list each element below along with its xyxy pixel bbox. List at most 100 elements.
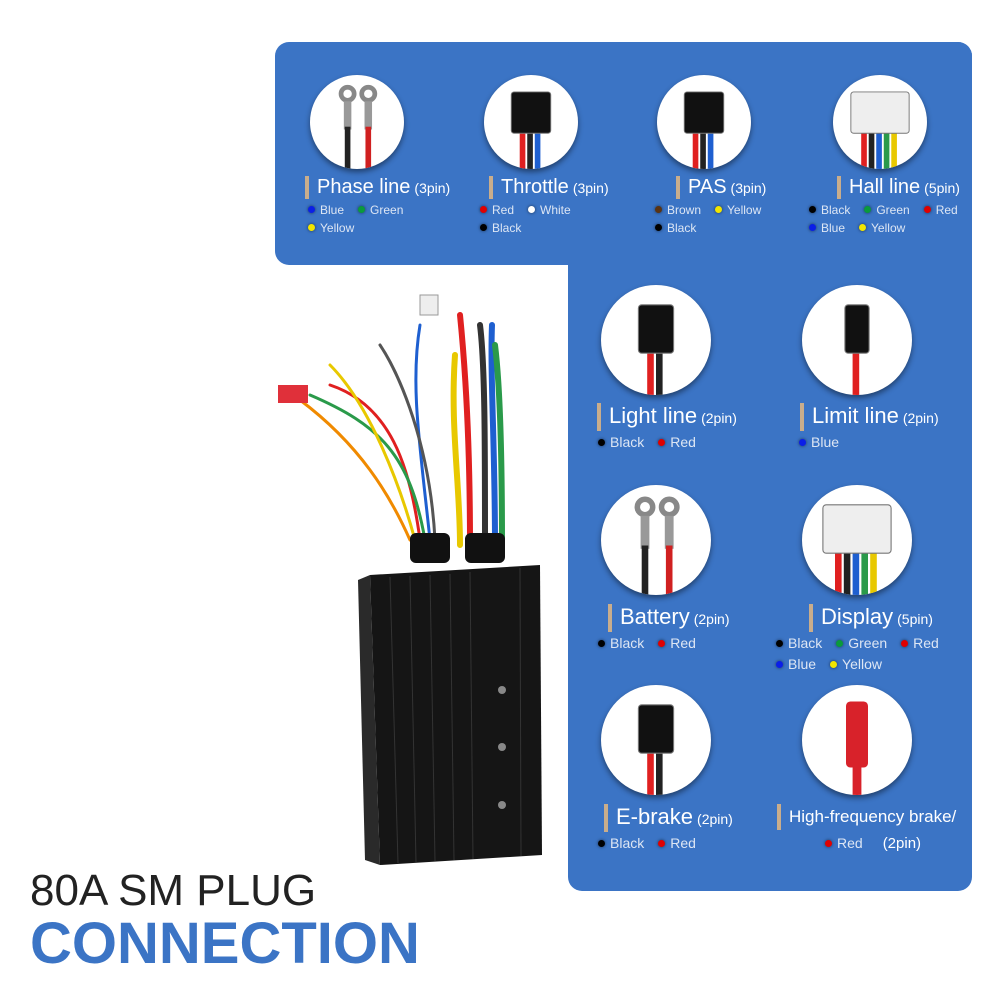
wire-color-item: Green — [358, 201, 403, 219]
wire-color-item: Black — [598, 432, 644, 453]
color-dot-icon — [776, 640, 783, 647]
e-brake-image — [601, 685, 711, 795]
wire-color-item: Blue — [308, 201, 344, 219]
color-dot-icon — [480, 224, 487, 231]
color-dot-icon — [836, 640, 844, 647]
connector-name: Throttle — [501, 176, 569, 198]
controller-image — [278, 294, 542, 865]
color-dot-icon — [655, 224, 662, 231]
color-dot-icon — [480, 206, 487, 213]
wire-color-item: Red — [658, 432, 696, 453]
wire-color-label: Green — [876, 203, 910, 217]
wire-color-label: Red — [935, 203, 958, 217]
color-dot-icon — [308, 224, 315, 231]
wire-color-item: Blue — [776, 654, 816, 675]
wire-color-item: Red — [923, 201, 958, 219]
wire-color-label: Red — [670, 835, 696, 851]
wire-color-item: Brown — [655, 201, 701, 219]
color-dot-icon — [809, 224, 816, 231]
wire-color-label: Yellow — [727, 203, 762, 217]
light-line-image — [601, 285, 711, 395]
phase-line-title: Phase line(3pin) — [305, 176, 450, 199]
wire-color-item: Yellow — [715, 201, 761, 219]
connector-name: Limit line — [812, 403, 899, 428]
color-dot-icon — [809, 206, 816, 213]
battery-title: Battery(2pin) — [608, 604, 730, 632]
wire-color-label: Red — [913, 635, 939, 651]
pin-count: (2pin) — [693, 611, 730, 627]
color-dot-icon — [528, 206, 536, 213]
connector-name: Phase line — [317, 176, 411, 198]
wire-color-item: Yellow — [859, 219, 905, 237]
limit-line-image — [802, 285, 912, 395]
wire-color-item: Red — [658, 633, 696, 654]
color-dot-icon — [799, 439, 806, 446]
wire-color-label: Blue — [320, 203, 345, 217]
wire-color-label: Red — [670, 635, 696, 651]
wire-color-label: Blue — [821, 221, 846, 235]
color-dot-icon — [825, 840, 832, 847]
color-dot-icon — [598, 640, 605, 647]
pin-count: (3pin) — [572, 180, 609, 196]
wire-color-label: Black — [610, 635, 645, 651]
wire-color-label: Green — [370, 203, 404, 217]
high-frequency-brake-title: High-frequency brake/ — [777, 804, 956, 830]
light-line-title: Light line(2pin) — [597, 403, 737, 431]
connector-name: Display — [821, 604, 894, 629]
pin-count: (3pin) — [730, 180, 767, 196]
wire-color-label: Red — [670, 434, 696, 450]
high-frequency-brake-image — [802, 685, 912, 795]
wire-color-item: Yellow — [830, 654, 882, 675]
wire-color-item: Green — [836, 633, 887, 654]
color-dot-icon — [308, 206, 315, 213]
light-line-colors: Black Red — [598, 432, 710, 453]
wire-color-item: Black — [598, 633, 644, 654]
color-dot-icon — [830, 661, 838, 668]
hall-line-image — [833, 75, 927, 169]
color-dot-icon — [715, 206, 723, 213]
wire-color-item: White — [528, 201, 571, 219]
headline-line1: 80A SM PLUG — [30, 866, 317, 915]
e-brake-title: E-brake(2pin) — [604, 804, 733, 832]
color-dot-icon — [658, 640, 666, 647]
wire-color-label: Blue — [811, 434, 840, 450]
connector-name: Light line — [609, 403, 698, 428]
color-dot-icon — [655, 206, 662, 213]
color-dot-icon — [598, 439, 605, 446]
hall-line-title: Hall line(5pin) — [837, 176, 960, 199]
connector-name: Hall line — [849, 176, 921, 198]
connector-name: High-frequency brake/ — [789, 807, 957, 826]
battery-colors: Black Red — [598, 633, 710, 654]
wire-color-label: Black — [610, 835, 645, 851]
wire-color-label: Black — [821, 203, 851, 217]
wire-color-label: Red — [837, 835, 863, 851]
color-dot-icon — [358, 206, 366, 213]
wire-color-label: Yellow — [320, 221, 355, 235]
limit-line-title: Limit line(2pin) — [800, 403, 939, 431]
wire-color-label: Black — [667, 221, 697, 235]
wire-color-item: Blue — [799, 432, 839, 453]
wire-color-label: Black — [788, 635, 823, 651]
color-dot-icon — [658, 840, 666, 847]
wire-color-item: Black — [655, 219, 696, 237]
throttle-title: Throttle(3pin) — [489, 176, 609, 199]
display-title: Display(5pin) — [809, 604, 933, 632]
connector-name: PAS — [688, 176, 727, 198]
color-dot-icon — [658, 439, 666, 446]
color-dot-icon — [864, 206, 872, 213]
pin-count: (2pin) — [697, 811, 733, 827]
pin-count: (5pin) — [897, 611, 933, 627]
connector-name: Battery — [620, 604, 690, 629]
pas-title: PAS(3pin) — [676, 176, 766, 199]
wire-color-label: Brown — [667, 203, 702, 217]
headline-line2: CONNECTION — [30, 911, 420, 976]
wire-color-label: Black — [492, 221, 522, 235]
wire-color-label: Yellow — [842, 656, 882, 672]
pin-count: (2pin) — [902, 410, 939, 426]
battery-image — [601, 485, 711, 595]
color-dot-icon — [598, 840, 605, 847]
